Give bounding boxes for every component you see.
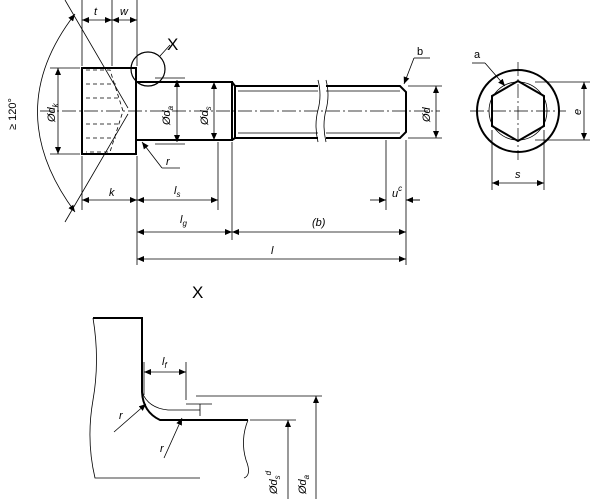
detail-x-view [89, 317, 249, 479]
ls-label: ls [174, 185, 180, 199]
angle-arc [37, 13, 76, 213]
detail-title: X [192, 283, 203, 302]
bolt-shank [136, 81, 233, 141]
bolt-end-view [470, 62, 566, 160]
bolt-side-view [40, 44, 440, 155]
d-label: Ød [421, 106, 433, 123]
w-label: w [120, 6, 129, 18]
hex-socket-hidden [86, 69, 124, 153]
angle-label: ≥ 120° [7, 98, 19, 130]
dk-label: Ødk [46, 102, 60, 123]
s-label: s [515, 169, 521, 181]
lf-label: lf [162, 356, 167, 370]
l-label: l [271, 245, 274, 257]
r-label: r [166, 156, 171, 168]
note-b: b [417, 46, 423, 58]
r-detail-2: r [160, 443, 165, 455]
note-a: a [474, 49, 481, 61]
detail-marker-x: X [167, 35, 178, 54]
e-label: e [572, 109, 584, 115]
ds-label: Øds [199, 106, 213, 126]
r-detail-1: r [119, 410, 124, 422]
lg-label: lg [180, 214, 187, 228]
da-detail-label: Øda [297, 474, 311, 495]
ds-detail-label: Ødsd [264, 470, 282, 495]
da-label: Øda [161, 105, 175, 126]
k-label: k [109, 187, 115, 199]
u-label: uc [392, 184, 402, 200]
b-label: (b) [312, 217, 326, 229]
detail-circle-x [130, 51, 166, 87]
t-label: t [94, 6, 98, 18]
